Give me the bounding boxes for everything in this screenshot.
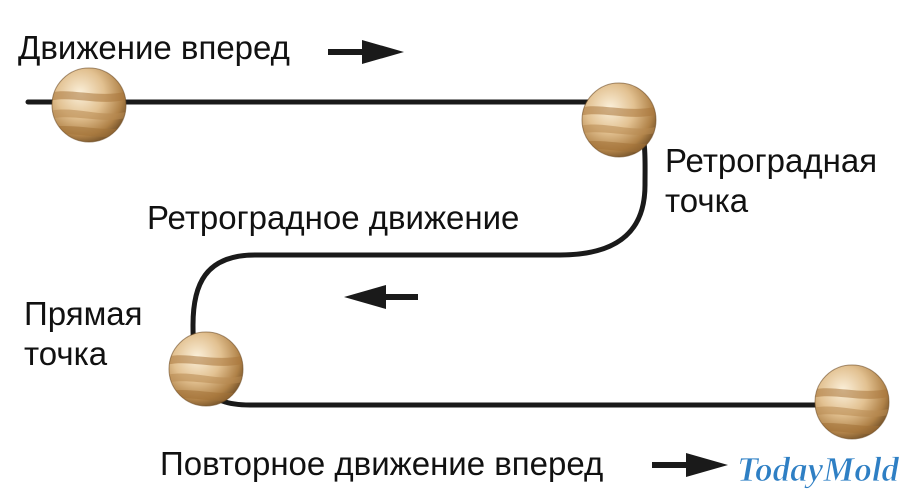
label-retrograde-point-line2: точка: [665, 182, 749, 219]
label-repeat-forward: Повторное движение вперед: [160, 445, 603, 482]
label-direct-point-line1: Прямая: [24, 295, 142, 332]
arrow-left-icon: [344, 285, 418, 309]
planet-icon: [166, 332, 246, 406]
arrow-right-icon: [328, 40, 404, 64]
arrow-right-icon: [652, 453, 728, 477]
label-forward: Движение вперед: [18, 29, 290, 66]
planet-icon: [579, 83, 659, 157]
planet-icon: [812, 365, 892, 439]
planet-icon: [49, 68, 129, 142]
label-direct-point-line2: точка: [24, 335, 108, 372]
label-retrograde-motion: Ретроградное движение: [147, 199, 519, 236]
watermark-logo: TodayMoldova: [737, 450, 900, 489]
label-retrograde-point-line1: Ретроградная: [665, 142, 877, 179]
